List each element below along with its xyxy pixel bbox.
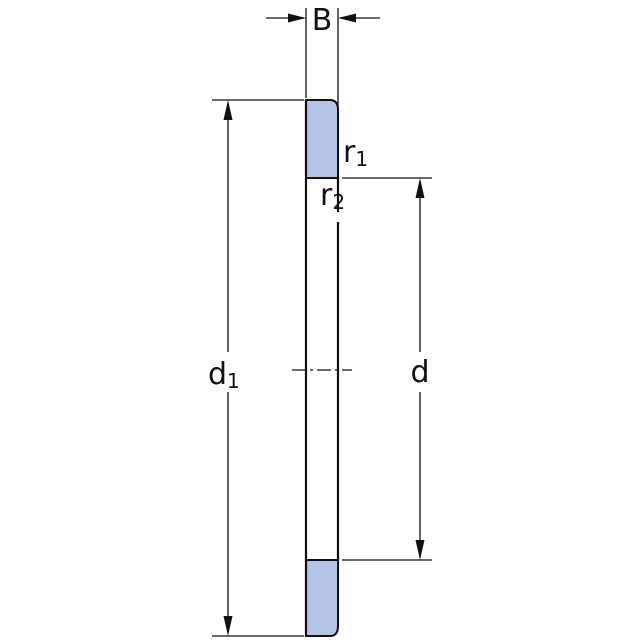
inner-diameter-arrowhead-top [415,178,425,198]
inner-diameter-label: d [410,355,429,390]
radius2-label-sub: 2 [332,190,345,214]
inner-diameter-arrowhead-bottom [415,540,425,560]
width-label: B [312,3,333,38]
outer-diameter-arrowhead-bottom [223,616,233,636]
outer-diameter-arrowhead-top [223,100,233,120]
outer-diameter-label: d1 [208,357,240,393]
radius2-label: r2 [320,178,345,214]
radius1-label: r1 [343,135,368,171]
upper-cross-section [305,99,339,179]
lower-cross-section [305,559,339,637]
radius2-label-main: r [320,178,333,213]
radius1-label-sub: 1 [355,147,368,171]
width-arrowhead-right [338,13,356,23]
outer-diameter-label-sub: 1 [227,369,240,393]
outer-diameter-label-main: d [208,357,227,392]
radius1-label-main: r [343,135,356,170]
width-arrowhead-left [288,13,306,23]
